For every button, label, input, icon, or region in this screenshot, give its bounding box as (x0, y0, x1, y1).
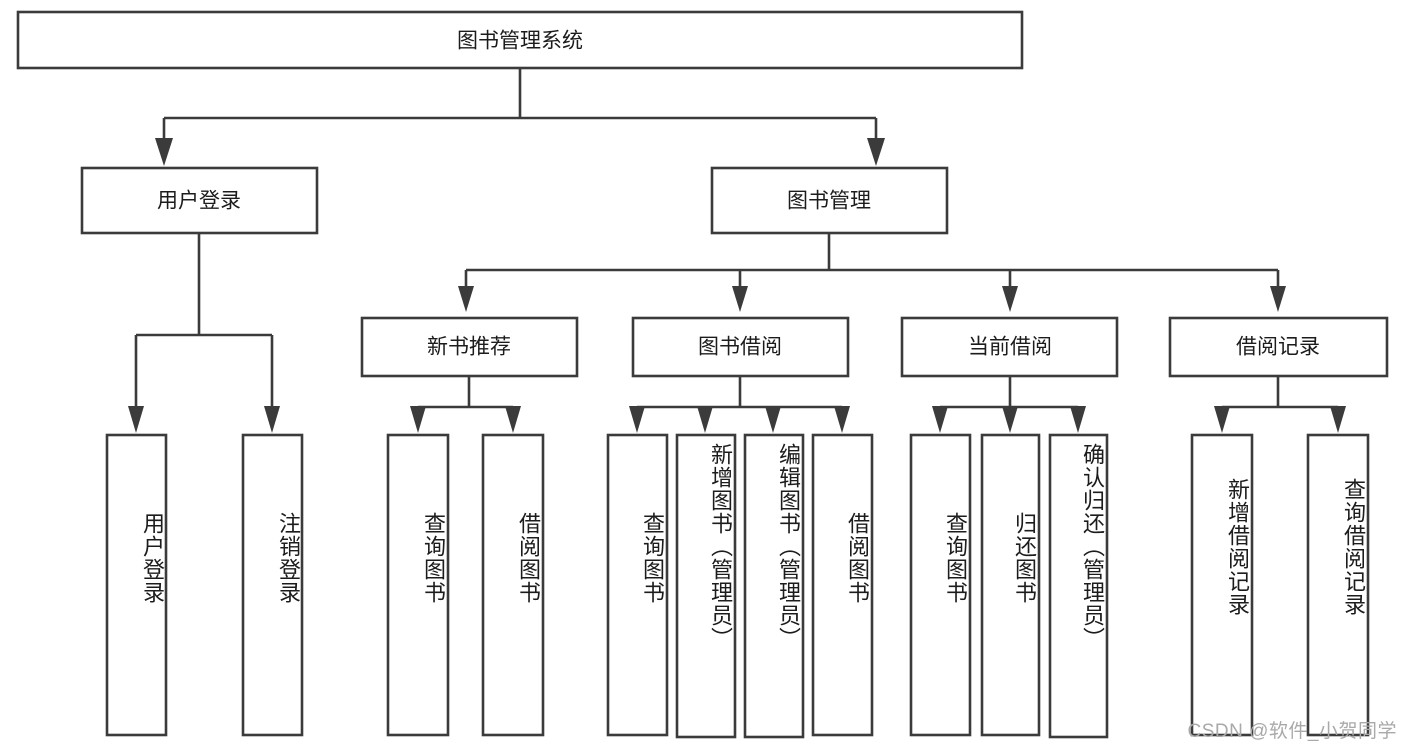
node-current-borrow-box[interactable] (900, 316, 1119, 378)
arrow-head-leaf-borrow-add (697, 406, 713, 433)
node-leaf-rec-add-box[interactable] (1190, 433, 1254, 737)
node-leaf-borrow-edit-box[interactable] (743, 433, 805, 739)
node-user-login-box[interactable] (80, 166, 319, 235)
arrow-head-leaf-rec-query (410, 406, 426, 433)
connector-group-book-borrow (629, 377, 850, 433)
arrow-head-leaf-borrow-edit (765, 406, 781, 433)
node-book-borrow-label: 图书借阅 (698, 336, 782, 359)
node-leaf-cur-query-box[interactable] (909, 433, 972, 737)
connector-group-root (155, 68, 885, 166)
node-book-manage-box[interactable] (710, 166, 949, 235)
node-current-borrow[interactable]: 当前借阅 (900, 316, 1119, 378)
connector-group-user-login (128, 233, 280, 433)
arrow-head-leaf-user-login (128, 406, 144, 433)
node-user-login-label: 用户登录 (157, 190, 241, 213)
node-root[interactable]: 图书管理系统 (16, 10, 1024, 70)
node-new-book-rec[interactable]: 新书推荐 (360, 316, 579, 378)
arrow-head-book-manage (867, 138, 885, 166)
node-leaf-cur-return-box[interactable] (980, 433, 1041, 737)
node-book-manage[interactable]: 图书管理 (710, 166, 949, 235)
node-root-label: 图书管理系统 (457, 30, 583, 53)
node-root-box[interactable] (16, 10, 1024, 70)
node-leaf-borrow-query-box[interactable] (606, 433, 669, 737)
arrow-head-current-borrow (1002, 286, 1018, 312)
node-leaf-rec-query-box[interactable] (386, 433, 450, 737)
csdn-watermark: CSDN @软件_小贺同学 (1187, 721, 1397, 742)
arrow-head-leaf-rec-add (1214, 406, 1230, 433)
node-leaf-user-login-box[interactable] (105, 433, 168, 737)
arrow-head-leaf-cur-query (932, 406, 948, 433)
node-new-book-rec-box[interactable] (360, 316, 579, 378)
leaf-boxes (105, 433, 1370, 739)
connector-group-borrow-record (1214, 377, 1346, 433)
node-leaf-borrow-lend-box[interactable] (811, 433, 874, 737)
node-user-login[interactable]: 用户登录 (80, 166, 319, 235)
node-book-borrow-box[interactable] (631, 316, 850, 378)
connector-group-book-manage (458, 233, 1286, 312)
arrow-head-new-book-rec (458, 286, 474, 312)
arrow-head-book-borrow (732, 286, 748, 312)
arrow-head-borrow-record (1270, 286, 1286, 312)
arrow-head-leaf-cur-return (1002, 406, 1018, 433)
node-book-manage-label: 图书管理 (787, 190, 871, 213)
node-new-book-rec-label: 新书推荐 (427, 336, 511, 359)
node-leaf-rec-search-box[interactable] (1306, 433, 1370, 737)
connector-group-new-book-rec (410, 377, 521, 433)
node-borrow-record[interactable]: 借阅记录 (1168, 316, 1389, 378)
node-book-borrow[interactable]: 图书借阅 (631, 316, 850, 378)
arrow-head-leaf-borrow-query (629, 406, 645, 433)
node-leaf-borrow-add-box[interactable] (675, 433, 737, 739)
node-current-borrow-label: 当前借阅 (968, 336, 1052, 359)
arrow-head-leaf-rec-borrow (505, 406, 521, 433)
arrow-head-leaf-cur-confirm (1070, 406, 1086, 433)
arrow-head-user-login (155, 138, 173, 166)
arrow-head-leaf-user-logout (264, 406, 280, 433)
arrow-head-leaf-rec-search (1330, 406, 1346, 433)
node-leaf-cur-confirm-box[interactable] (1048, 433, 1109, 739)
node-borrow-record-label: 借阅记录 (1236, 336, 1320, 359)
arrow-head-leaf-borrow-lend (834, 406, 850, 433)
node-leaf-user-logout-box[interactable] (241, 433, 304, 737)
connector-group-current-borrow (932, 377, 1086, 433)
node-leaf-rec-borrow-box[interactable] (481, 433, 545, 737)
node-borrow-record-box[interactable] (1168, 316, 1389, 378)
